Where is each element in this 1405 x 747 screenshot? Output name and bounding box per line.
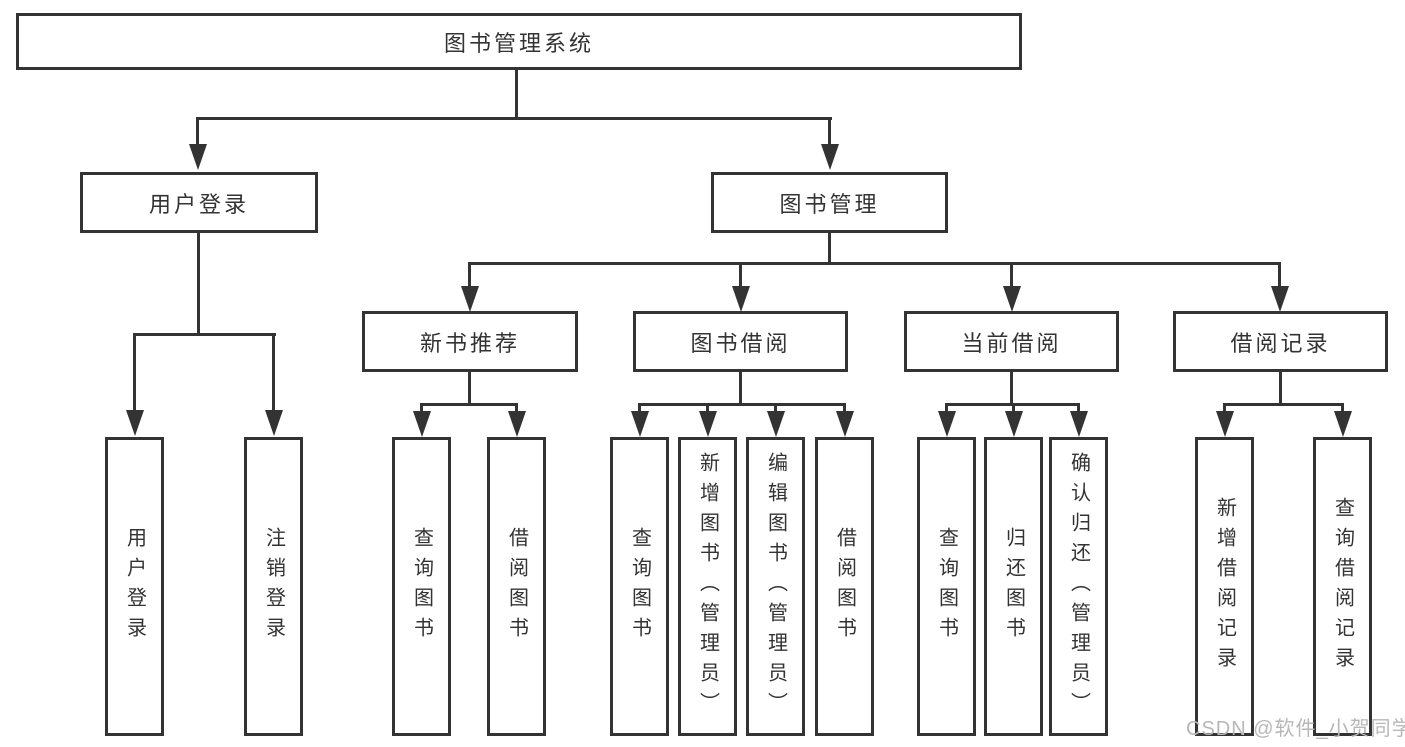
leaf-logout-label: 注销登录: [262, 526, 285, 647]
leaf-records-add-record: 新增借阅记录: [1195, 437, 1254, 736]
arrowhead-book-mgmt: [821, 144, 839, 170]
leaf-current-confirm-return-admin-label: 确认归还（管理员）: [1067, 451, 1090, 722]
leaf-borrow-query-books-label: 查询图书: [628, 526, 651, 647]
connector-shaft-user-login: [196, 117, 199, 146]
leaf-current-return-books: 归还图书: [984, 437, 1043, 736]
connector-shaft-leaf-login: [133, 333, 136, 411]
arrowhead-rec-borrow: [508, 411, 526, 437]
node-current-borrow-label: 当前借阅: [961, 330, 1062, 356]
connector-shaft-records: [1278, 262, 1281, 287]
arrowhead-leaf-logout: [265, 410, 283, 436]
arrowhead-recd-add: [1216, 411, 1234, 437]
connector-shaft-bor-query: [638, 403, 641, 413]
connector-shaft-bor-borrow: [843, 403, 846, 413]
connector-shaft-book-mgmt: [828, 117, 831, 146]
connector-shaft-rec-borrow: [515, 403, 518, 413]
connector-user-trunk: [197, 233, 200, 336]
leaf-records-query-record-label: 查询借阅记录: [1331, 496, 1354, 677]
csdn-watermark: CSDN @软件_小贺同学: [1186, 718, 1405, 740]
connector-borrow-hbar: [638, 403, 846, 406]
node-root: 图书管理系统: [16, 13, 1022, 70]
leaf-recommend-query-books: 查询图书: [392, 437, 451, 736]
leaf-borrow-edit-books-admin-label: 编辑图书（管理员）: [764, 451, 787, 722]
connector-current-trunk: [1010, 372, 1013, 405]
connector-root-trunk: [515, 68, 518, 119]
leaf-recommend-query-books-label: 查询图书: [410, 526, 433, 647]
leaf-recommend-borrow-books: 借阅图书: [487, 437, 546, 736]
node-new-book-recommend-label: 新书推荐: [419, 330, 520, 356]
node-borrow-records-label: 借阅记录: [1230, 330, 1331, 356]
arrowhead-leaf-login: [126, 410, 144, 436]
leaf-current-query-books: 查询图书: [917, 437, 976, 736]
leaf-recommend-borrow-books-label: 借阅图书: [505, 526, 528, 647]
node-book-borrow: 图书借阅: [633, 311, 848, 372]
connector-recommend-hbar: [420, 403, 518, 406]
arrowhead-cur-confirm: [1070, 411, 1088, 437]
arrowhead-bor-edit: [767, 411, 785, 437]
leaf-current-query-books-label: 查询图书: [935, 526, 958, 647]
leaf-borrow-edit-books-admin: 编辑图书（管理员）: [746, 437, 805, 736]
arrowhead-current: [1003, 286, 1021, 312]
node-book-management-label: 图书管理: [779, 191, 880, 217]
arrowhead-bor-query: [631, 411, 649, 437]
connector-user-hbar: [133, 333, 276, 336]
node-user-login: 用户登录: [80, 172, 318, 233]
arrowhead-bor-add: [699, 411, 717, 437]
node-current-borrow: 当前借阅: [904, 311, 1119, 372]
node-book-borrow-label: 图书借阅: [690, 330, 791, 356]
connector-records-trunk: [1279, 372, 1282, 405]
connector-mgmt-hbar: [468, 262, 1281, 265]
connector-shaft-borrow: [739, 262, 742, 287]
arrowhead-rec-query: [413, 411, 431, 437]
arrowhead-borrow: [732, 286, 750, 312]
connector-shaft-recommend: [468, 262, 471, 287]
connector-shaft-rec-query: [420, 403, 423, 413]
leaf-logout: 注销登录: [244, 437, 303, 736]
node-root-label: 图书管理系统: [443, 30, 594, 56]
leaf-user-login-label: 用户登录: [123, 526, 146, 647]
connector-shaft-cur-return: [1012, 403, 1015, 413]
connector-root-hbar: [196, 117, 832, 120]
leaf-borrow-query-books: 查询图书: [610, 437, 669, 736]
arrowhead-user-login: [189, 144, 207, 170]
arrowhead-bor-borrow: [836, 411, 854, 437]
leaf-borrow-borrow-books-label: 借阅图书: [833, 526, 856, 647]
leaf-borrow-add-books-admin-label: 新增图书（管理员）: [696, 451, 719, 722]
leaf-borrow-borrow-books: 借阅图书: [815, 437, 874, 736]
connector-mgmt-trunk: [828, 233, 831, 265]
node-book-management: 图书管理: [711, 172, 948, 233]
node-borrow-records: 借阅记录: [1173, 311, 1388, 372]
connector-shaft-recd-query: [1341, 403, 1344, 413]
arrowhead-recommend: [461, 286, 479, 312]
connector-records-hbar: [1223, 403, 1344, 406]
connector-shaft-recd-add: [1223, 403, 1226, 413]
arrowhead-cur-query: [938, 411, 956, 437]
connector-recommend-trunk: [468, 372, 471, 405]
connector-shaft-current: [1010, 262, 1013, 287]
leaf-records-add-record-label: 新增借阅记录: [1213, 496, 1236, 677]
arrowhead-cur-return: [1005, 411, 1023, 437]
node-user-login-label: 用户登录: [148, 191, 249, 217]
leaf-records-query-record: 查询借阅记录: [1313, 437, 1372, 736]
arrowhead-recd-query: [1334, 411, 1352, 437]
leaf-user-login: 用户登录: [105, 437, 164, 736]
arrowhead-records: [1271, 286, 1289, 312]
leaf-borrow-add-books-admin: 新增图书（管理员）: [678, 437, 737, 736]
connector-shaft-leaf-logout: [272, 333, 275, 411]
connector-borrow-trunk: [739, 372, 742, 405]
connector-shaft-bor-edit: [774, 403, 777, 413]
node-new-book-recommend: 新书推荐: [362, 311, 578, 372]
leaf-current-return-books-label: 归还图书: [1002, 526, 1025, 647]
connector-shaft-bor-add: [706, 403, 709, 413]
connector-shaft-cur-query: [945, 403, 948, 413]
connector-shaft-cur-confirm: [1077, 403, 1080, 413]
leaf-current-confirm-return-admin: 确认归还（管理员）: [1049, 437, 1108, 736]
